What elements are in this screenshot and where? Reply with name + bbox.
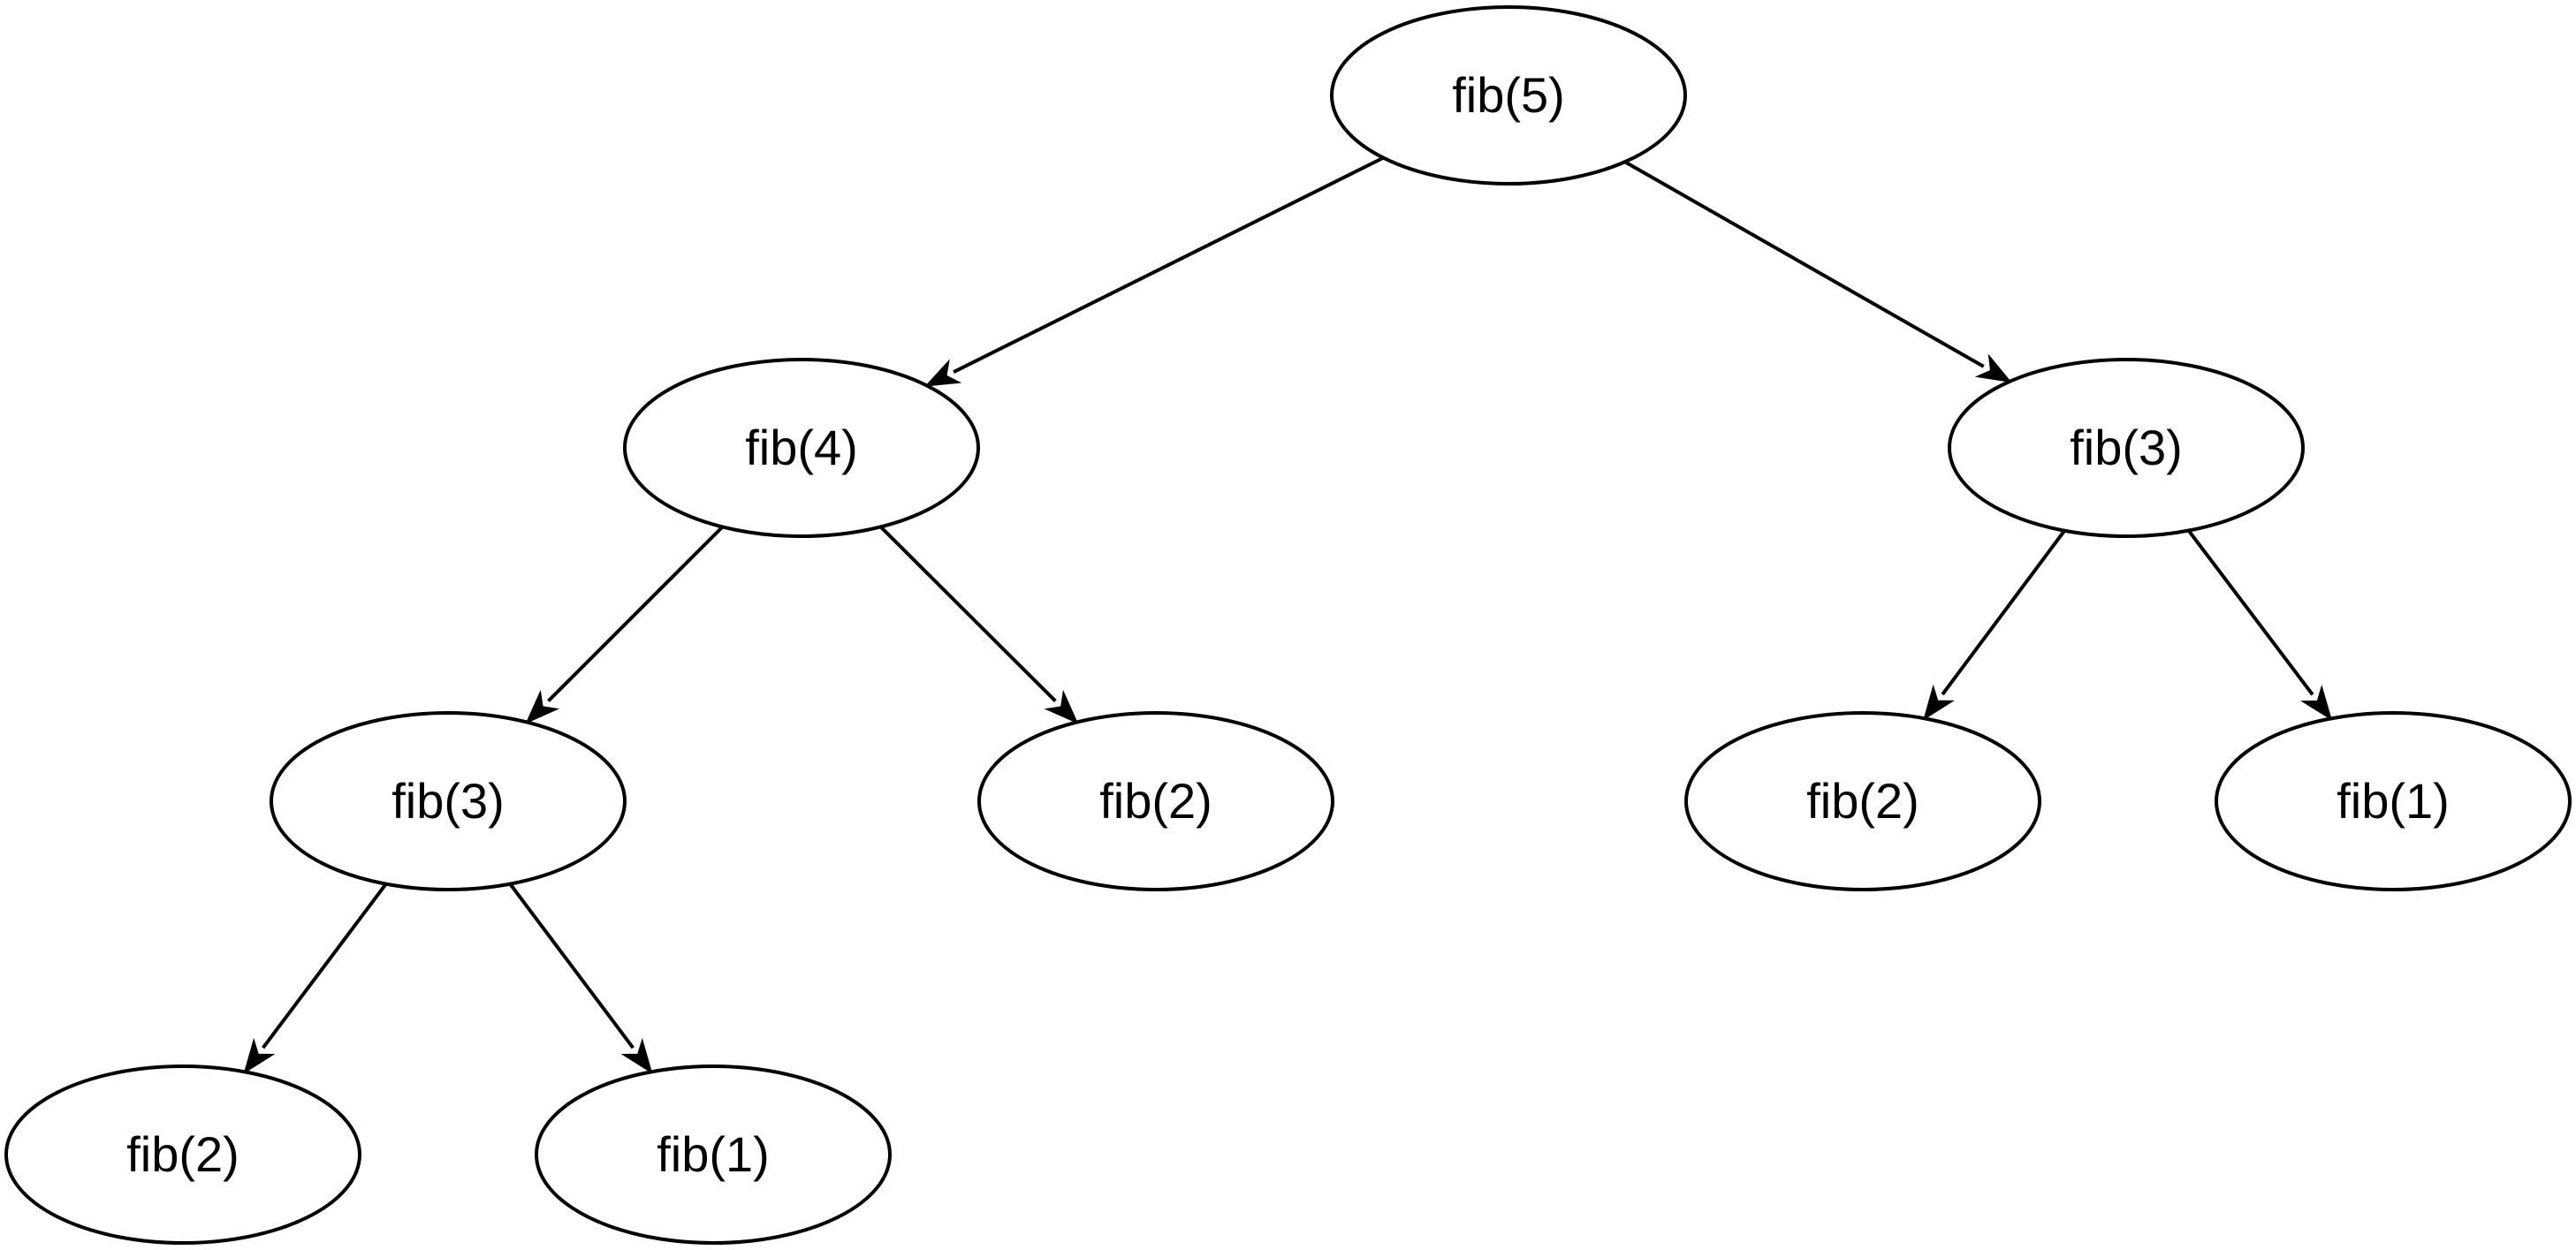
edge-n5-to-n3r: [1623, 160, 2012, 383]
edge-n4-to-n3l: [525, 526, 724, 724]
arrowhead: [1044, 689, 1079, 724]
node-shape: [2215, 711, 2572, 891]
node-shape: [1948, 358, 2305, 538]
node-label: fib(1): [657, 1126, 770, 1182]
node-label: fib(2): [1806, 773, 1919, 829]
edge-line: [1941, 529, 2066, 696]
node-fib-3-right: fib(3): [1948, 358, 2305, 538]
arrowhead: [924, 359, 962, 387]
arrowhead: [620, 1037, 653, 1074]
node-fib-1-a: fib(1): [2215, 711, 2572, 891]
arrowhead: [2300, 684, 2333, 721]
node-fib-5: fib(5): [1330, 5, 1687, 186]
edge-line: [2187, 529, 2314, 696]
node-shape: [4, 1064, 361, 1245]
node-shape: [623, 358, 980, 538]
node-label: fib(2): [1099, 773, 1212, 829]
arrowhead: [525, 689, 560, 724]
edge-n3l-to-n2c: [243, 883, 388, 1074]
edges: [243, 155, 2333, 1074]
node-label: fib(2): [126, 1126, 239, 1182]
node-label: fib(4): [745, 420, 858, 475]
node-label: fib(5): [1452, 67, 1565, 123]
edge-line: [508, 883, 635, 1049]
node-fib-3-left: fib(3): [270, 711, 627, 891]
node-fib-2-c: fib(2): [4, 1064, 361, 1245]
arrowhead: [243, 1037, 276, 1074]
nodes: fib(5) fib(4) fib(3) fib(3) fib(2) fib(2…: [4, 5, 2572, 1245]
edge-line: [547, 526, 724, 702]
node-shape: [1684, 711, 2041, 891]
edge-n4-to-n2a: [879, 525, 1079, 724]
node-shape: [270, 711, 627, 891]
arrowhead: [1974, 353, 2012, 383]
edge-line: [262, 883, 388, 1049]
node-label: fib(1): [2337, 773, 2450, 829]
node-fib-1-b: fib(1): [535, 1064, 892, 1245]
node-shape: [535, 1064, 892, 1245]
node-label: fib(3): [2070, 420, 2183, 475]
node-fib-2-a: fib(2): [977, 711, 1334, 891]
edge-n3r-to-n1a: [2187, 529, 2333, 721]
edge-line: [953, 155, 1385, 374]
node-shape: [977, 711, 1334, 891]
node-fib-4: fib(4): [623, 358, 980, 538]
edge-line: [879, 525, 1057, 703]
edge-line: [1623, 160, 1985, 368]
node-shape: [1330, 5, 1687, 186]
edge-n3l-to-n1b: [508, 883, 653, 1074]
edge-n5-to-n4: [924, 155, 1385, 387]
arrowhead: [1923, 684, 1955, 721]
edge-n3r-to-n2b: [1923, 529, 2066, 721]
node-label: fib(3): [391, 773, 505, 829]
node-fib-2-b: fib(2): [1684, 711, 2041, 891]
